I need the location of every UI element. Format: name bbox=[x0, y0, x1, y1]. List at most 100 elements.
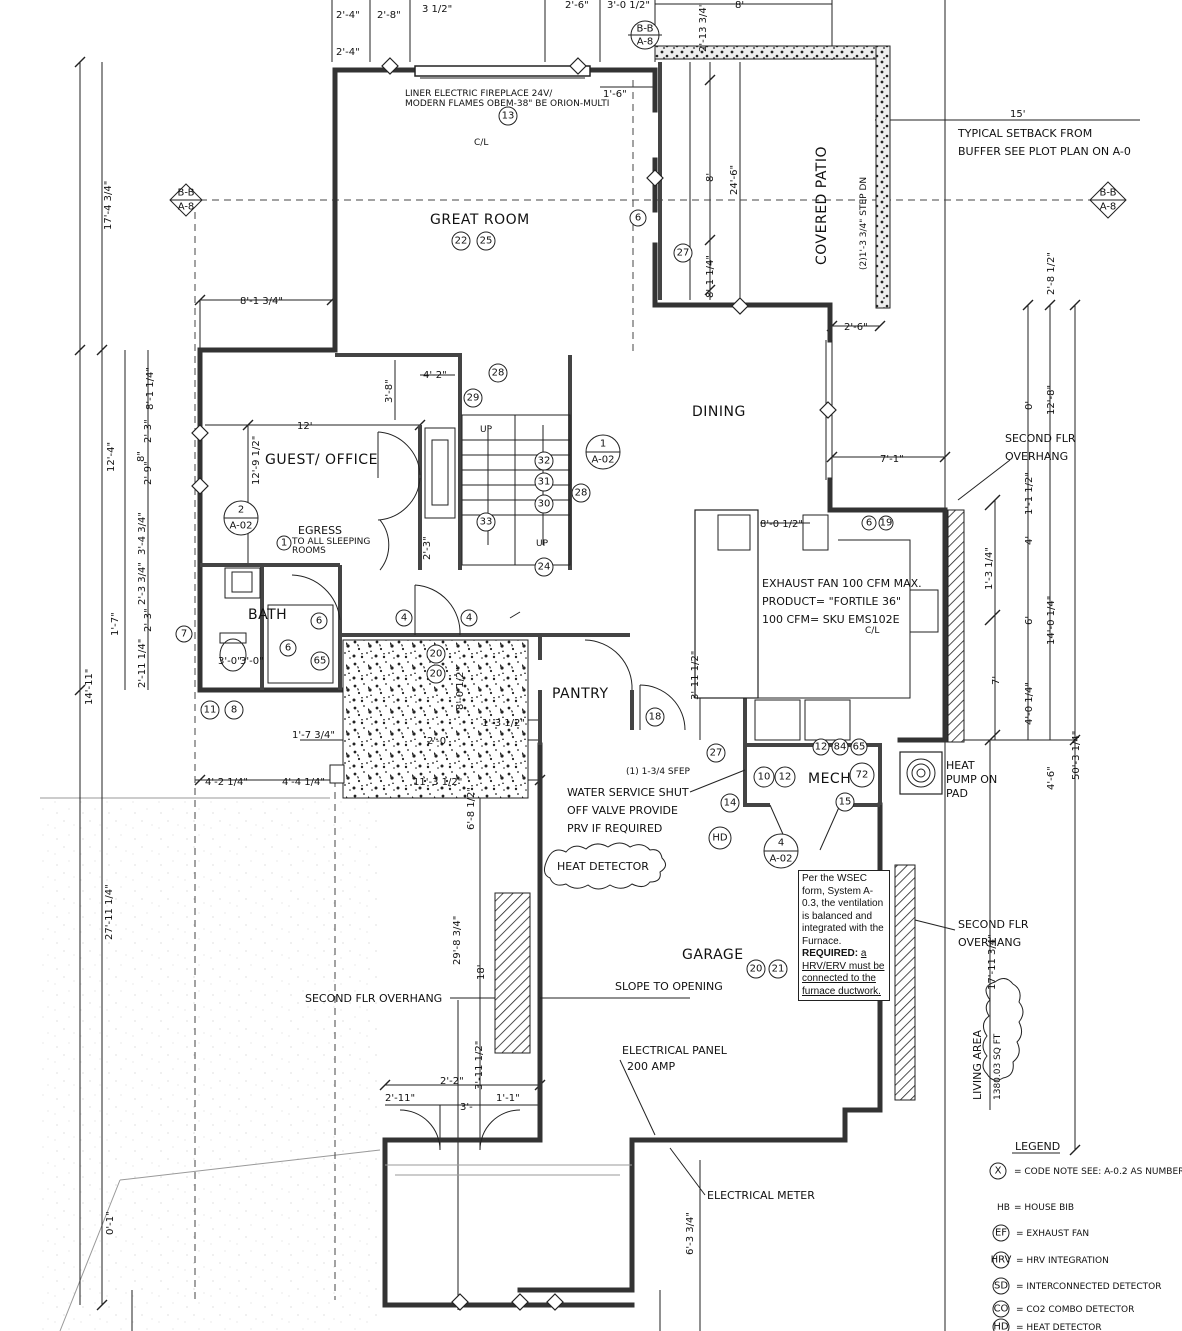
code-note: 27 bbox=[677, 248, 690, 259]
dim-text: 1'-1 1/2" bbox=[1024, 472, 1035, 515]
front-step bbox=[329, 764, 345, 784]
code-note: 18 bbox=[649, 712, 662, 723]
legend-title: LEGEND bbox=[1015, 1140, 1060, 1153]
code-note: 84 bbox=[834, 742, 847, 753]
dim-text: 3'-8" bbox=[384, 379, 395, 403]
second-floor-overhang-right bbox=[947, 509, 965, 743]
legend-code-note: = CODE NOTE SEE: A-0.2 AS NUMBERED bbox=[1014, 1167, 1182, 1177]
code-note: 19 bbox=[880, 518, 893, 529]
exhaust-note-1: EXHAUST FAN 100 CFM MAX. bbox=[762, 577, 922, 590]
dim-text: 2'-2" bbox=[440, 1076, 464, 1087]
dim-text: 0' bbox=[1024, 401, 1035, 410]
code-note: 6 bbox=[316, 616, 322, 627]
room-pantry: PANTRY bbox=[552, 686, 609, 702]
dim-text: 29'-8 3/4" bbox=[452, 916, 463, 965]
code-note: 30 bbox=[538, 499, 551, 510]
code-note: 10 bbox=[758, 772, 771, 783]
code-note: 65 bbox=[314, 656, 327, 667]
code-note: 1 bbox=[281, 538, 287, 549]
dim-text: 8'-1 1/4" bbox=[705, 255, 716, 298]
dim-text: 1'-1" bbox=[496, 1093, 520, 1104]
dim-text: 1'-7" bbox=[110, 612, 121, 636]
dim-text: 4'-0 1/4" bbox=[1024, 682, 1035, 725]
section-right-id: B-B bbox=[1100, 188, 1117, 199]
garage-overhang-right bbox=[894, 864, 916, 1101]
section-marker-right bbox=[1089, 181, 1127, 219]
section-right-sheet: A-8 bbox=[1100, 202, 1117, 213]
dim-text: 1'-7 3/4" bbox=[292, 730, 335, 741]
code-note: 29 bbox=[467, 393, 480, 404]
legend-symbol-ef: EF bbox=[995, 1228, 1007, 1239]
dim-text: 3'-0" bbox=[218, 656, 242, 667]
room-mech: MECH bbox=[808, 771, 851, 787]
code-note: 13 bbox=[502, 111, 515, 122]
dimension-labels: 2'-4" 2'-8" 3 1/2" 2'-4" 2'-6" 3'-0 1/2"… bbox=[84, 0, 1082, 1255]
code-note: 20 bbox=[750, 964, 763, 975]
dim-text: 4' bbox=[1024, 536, 1035, 545]
dim-text: 2'-8" bbox=[377, 10, 401, 21]
code-note: 32 bbox=[538, 456, 551, 467]
overhang-note-1b: OVERHANG bbox=[1005, 450, 1068, 463]
dim-text: 50'-3 1/4" bbox=[1071, 731, 1082, 780]
code-note: 14 bbox=[724, 798, 737, 809]
code-note: 11 bbox=[204, 705, 217, 716]
dim-text: 2'-3" bbox=[143, 419, 154, 443]
heat-pump bbox=[899, 751, 943, 795]
room-bath: BATH bbox=[248, 607, 287, 623]
dim-text: 2'-3" bbox=[143, 608, 154, 632]
dim-text: 4'-6" bbox=[1046, 766, 1057, 790]
dim-text: 2'-6" bbox=[565, 0, 589, 11]
dim-text: 1'-6" bbox=[603, 89, 627, 100]
dim-text: 3'-0 1/2" bbox=[607, 0, 650, 11]
living-area-cloud bbox=[982, 978, 1024, 1081]
patio-step-note: (2)1'-3 3/4" STEP DN bbox=[859, 177, 869, 270]
dim-text: 7' bbox=[991, 676, 1002, 685]
egress-note-3: ROOMS bbox=[292, 546, 326, 556]
egress-note-1: EGRESS bbox=[298, 524, 342, 537]
dim-text: 7'-1" bbox=[880, 454, 904, 465]
code-note: 28 bbox=[575, 488, 588, 499]
wsec-note-text: Per the WSEC form, System A-0.3, the ven… bbox=[802, 873, 884, 947]
detail-stair-sheet: A-02 bbox=[592, 455, 615, 466]
heat-pump-note-3: PAD bbox=[946, 787, 968, 800]
room-covered-patio: COVERED PATIO bbox=[814, 146, 830, 265]
code-note: 24 bbox=[538, 562, 551, 573]
dim-text: 14'-0 1/4" bbox=[1046, 596, 1057, 645]
dim-text: 2'-11 1/4" bbox=[137, 639, 148, 688]
dim-text: 6' bbox=[1024, 616, 1035, 625]
code-note: 12 bbox=[815, 742, 828, 753]
property-line bbox=[40, 797, 381, 1331]
setback-note-2: BUFFER SEE PLOT PLAN ON A-0 bbox=[958, 145, 1131, 158]
dim-text: 24'-6" bbox=[729, 165, 740, 195]
legend-hrv: = HRV INTEGRATION bbox=[1016, 1256, 1109, 1266]
dim-text: 12'-8" bbox=[1046, 385, 1057, 415]
heat-detector-hd: HD bbox=[712, 833, 728, 844]
dim-text: 2'-3" bbox=[422, 536, 433, 560]
dim-text: 2'-4" bbox=[336, 47, 360, 58]
exhaust-note-3: 100 CFM= SKU EMS102E bbox=[762, 613, 900, 626]
legend-symbol-hrv: HRV bbox=[991, 1255, 1012, 1266]
exterior-walls bbox=[197, 67, 948, 1308]
fireplace bbox=[414, 65, 591, 77]
code-note: 21 bbox=[772, 964, 785, 975]
room-great-room: GREAT ROOM bbox=[430, 212, 530, 228]
dim-text: 8'-0 1/2" bbox=[760, 519, 803, 530]
slope-note: SLOPE TO OPENING bbox=[615, 980, 723, 993]
section-left-id: B-B bbox=[178, 188, 195, 199]
dim-text: 17'-4 3/4" bbox=[103, 181, 114, 230]
code-note: 72 bbox=[856, 770, 869, 781]
overhang-note-3: SECOND FLR OVERHANG bbox=[305, 992, 442, 1005]
exhaust-note-2: PRODUCT= "FORTILE 36" bbox=[762, 595, 901, 608]
garage-overhang-left bbox=[494, 892, 531, 1054]
heat-detector-cloud bbox=[544, 842, 666, 890]
patio-wall-right bbox=[875, 45, 891, 309]
dim-text: 14'-11" bbox=[84, 669, 95, 705]
code-note: 4 bbox=[466, 613, 472, 624]
legend-symbol-sd: SD bbox=[994, 1281, 1008, 1292]
room-dining: DINING bbox=[692, 404, 746, 420]
section-marker-top bbox=[628, 20, 662, 50]
code-note: 15 bbox=[839, 797, 852, 808]
dim-text: 8'-1 3/4" bbox=[240, 296, 283, 307]
dim-text: 12' bbox=[297, 421, 312, 432]
fireplace-note-1: LINER ELECTRIC FIREPLACE 24V/ bbox=[405, 89, 553, 99]
